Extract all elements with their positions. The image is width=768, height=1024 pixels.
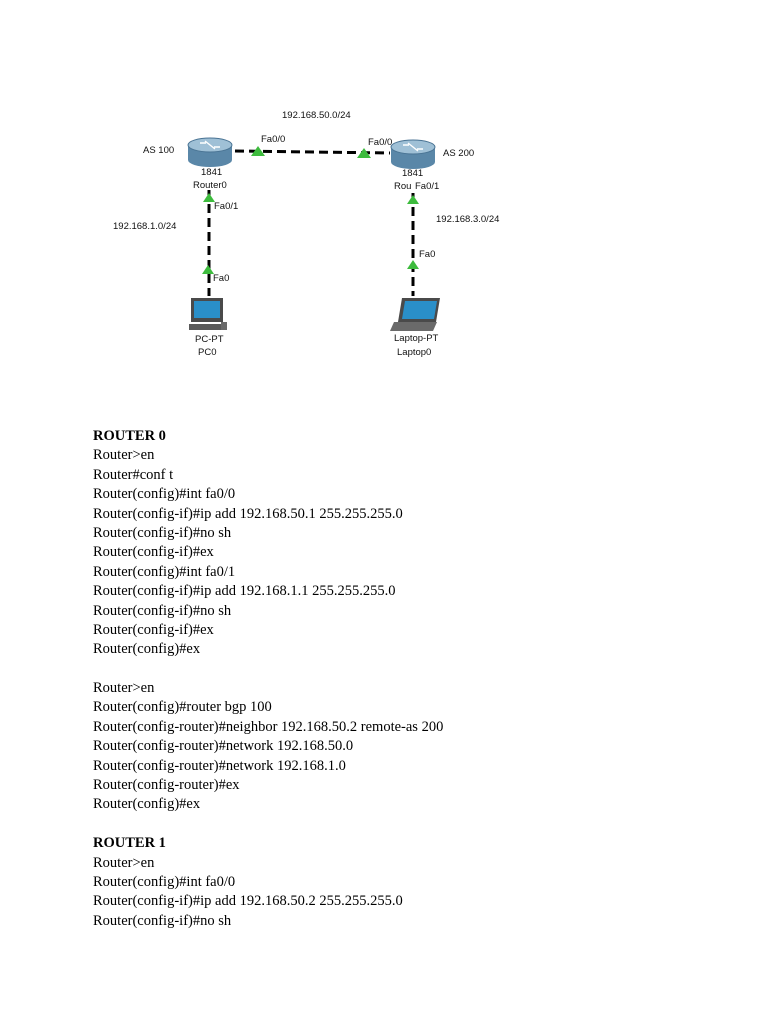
command-line: Router(config-if)#no sh <box>93 912 232 929</box>
device-name-label: Laptop0 <box>397 347 431 358</box>
command-line: Router(config)#ex <box>93 796 201 813</box>
port-up-icon <box>251 146 265 156</box>
router-model-label: 1841 <box>402 168 423 179</box>
port-up-icon <box>203 193 215 202</box>
command-line: Router(config-router)#network 192.168.1.… <box>93 757 346 774</box>
command-line: Router>en <box>93 447 155 464</box>
section-heading-router1: ROUTER 1 <box>93 835 166 852</box>
command-line: Router(config)#int fa0/0 <box>93 486 236 503</box>
command-line: Router>en <box>93 680 155 697</box>
configuration-text: ROUTER 0 Router>en Router#conf t Router(… <box>93 427 443 931</box>
section-heading-router0: ROUTER 0 <box>93 428 166 444</box>
network-label-left: 192.168.1.0/24 <box>113 221 176 232</box>
command-line: Router(config-if)#ex <box>93 621 214 638</box>
router0-icon[interactable] <box>187 137 233 167</box>
port-up-icon <box>357 148 371 158</box>
interface-label: Fa0/1 <box>415 181 439 192</box>
interface-label: Fa0/0 <box>368 137 392 148</box>
interface-label: Fa0 <box>213 273 229 284</box>
port-up-icon <box>202 265 214 274</box>
router-name-label: Router0 <box>193 180 227 191</box>
interface-label: Fa0/0 <box>261 134 285 145</box>
command-line: Router>en <box>93 854 155 871</box>
port-up-icon <box>407 260 419 269</box>
device-name-label: PC0 <box>198 347 216 358</box>
router1-icon[interactable] <box>390 139 436 169</box>
command-line: Router(config)#int fa0/1 <box>93 563 236 580</box>
command-line: Router(config)#ex <box>93 641 201 658</box>
router-name-label: Rou <box>394 181 411 192</box>
blank-line <box>93 815 443 834</box>
command-line: Router(config-router)#network 192.168.50… <box>93 738 354 755</box>
interface-label: Fa0 <box>419 249 435 260</box>
network-topology-diagram: 192.168.50.0/24 AS 100 AS 200 Fa0/0 Fa0/… <box>113 110 499 358</box>
device-type-label: Laptop-PT <box>394 333 439 344</box>
device-type-label: PC-PT <box>195 334 224 345</box>
command-line: Router(config-router)#ex <box>93 777 240 794</box>
command-line: Router#conf t <box>93 466 174 483</box>
as-label-right: AS 200 <box>443 148 474 159</box>
laptop-icon[interactable] <box>390 298 440 331</box>
blank-line <box>93 660 443 679</box>
command-line: Router(config-if)#ip add 192.168.1.1 255… <box>93 583 396 600</box>
pc-icon[interactable] <box>189 298 227 330</box>
command-line: Router(config)#router bgp 100 <box>93 699 272 716</box>
port-up-icon <box>407 195 419 204</box>
command-line: Router(config)#int fa0/0 <box>93 873 236 890</box>
network-label-wan: 192.168.50.0/24 <box>282 110 351 121</box>
router-model-label: 1841 <box>201 167 222 178</box>
command-line: Router(config-if)#ex <box>93 544 214 561</box>
network-label-right: 192.168.3.0/24 <box>436 214 499 225</box>
command-line: Router(config-if)#ip add 192.168.50.1 25… <box>93 505 403 522</box>
command-line: Router(config-if)#ip add 192.168.50.2 25… <box>93 893 403 910</box>
as-label-left: AS 100 <box>143 145 174 156</box>
command-line: Router(config-if)#no sh <box>93 524 232 541</box>
interface-label: Fa0/1 <box>214 201 238 212</box>
command-line: Router(config-router)#neighbor 192.168.5… <box>93 718 444 735</box>
command-line: Router(config-if)#no sh <box>93 602 232 619</box>
